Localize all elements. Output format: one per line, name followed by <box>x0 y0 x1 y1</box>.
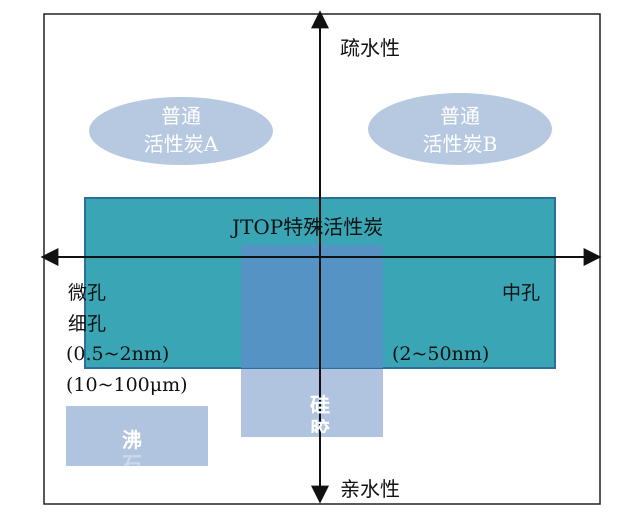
blob-a-line2: 活性炭A <box>143 132 219 156</box>
left-label-range-1: (0.5~2nm) <box>66 343 170 365</box>
silica-label: 硅 胶 <box>300 395 340 433</box>
blob-a-label: 普通 活性炭A <box>121 102 241 158</box>
blob-b-line2: 活性炭B <box>422 132 498 156</box>
blob-a-line1: 普通 <box>161 104 201 128</box>
main-box-title: JTOP特殊活性炭 <box>232 215 384 239</box>
right-label-range: (2~50nm) <box>392 343 490 365</box>
zeolite-line2: 石 <box>122 454 142 468</box>
overlap-square <box>241 245 383 368</box>
silica-line1: 硅 <box>310 393 330 417</box>
zeolite-label: 沸 石 <box>112 430 152 468</box>
left-label-fine-pore: 细孔 <box>68 313 107 335</box>
blob-activated-carbon-a <box>89 97 273 165</box>
zeolite-line1: 沸 <box>122 428 142 452</box>
left-label-micropore: 微孔 <box>68 282 107 304</box>
zeolite-box <box>66 406 208 466</box>
blob-b-label: 普通 活性炭B <box>400 102 520 158</box>
silica-line2: 胶 <box>310 419 330 433</box>
blob-b-line1: 普通 <box>440 104 480 128</box>
right-label-mesopore: 中孔 <box>502 282 541 304</box>
left-label-range-2: (10~100μm) <box>66 374 188 396</box>
axis-bottom-label: 亲水性 <box>340 477 400 501</box>
blob-activated-carbon-b <box>368 93 552 165</box>
axis-top-label: 疏水性 <box>340 36 400 60</box>
